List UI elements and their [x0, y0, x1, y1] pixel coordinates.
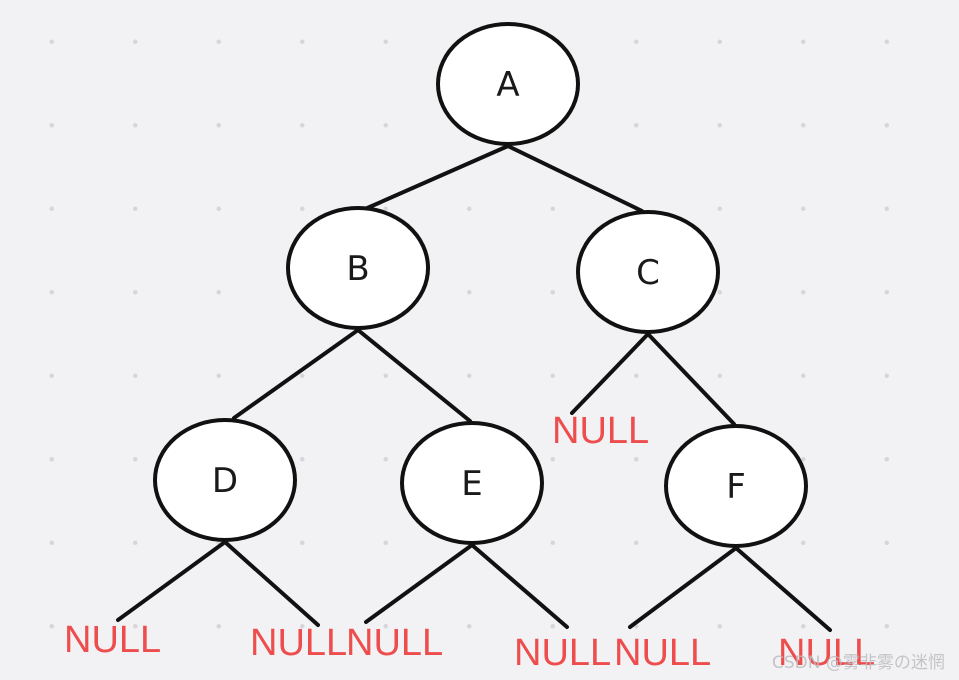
tree-node-e: E	[400, 421, 544, 545]
node-ellipse-d	[153, 418, 297, 542]
edge-c-null-c-left	[570, 332, 650, 415]
watermark-text: CSDN @雾非雾の迷惘	[772, 653, 945, 673]
node-label-c: C	[636, 253, 660, 293]
tree-node-c: C	[576, 210, 720, 334]
node-label-e: E	[461, 464, 482, 504]
node-ellipse-e	[400, 421, 544, 545]
tree-node-f: F	[664, 424, 808, 548]
node-label-a: A	[496, 65, 519, 105]
edge-a-b	[363, 144, 510, 211]
null-e-right-label: NULL	[514, 632, 611, 674]
null-d-right-label: NULL	[250, 622, 347, 664]
node-label-d: D	[212, 461, 238, 501]
null-f-right-label: NULL	[778, 632, 875, 674]
tree-node-b: B	[286, 206, 430, 330]
edge-a-c	[506, 144, 644, 213]
node-ellipse-c	[576, 210, 720, 334]
edge-c-f	[646, 332, 736, 426]
node-ellipse-a	[436, 22, 580, 146]
tree-node-a: A	[436, 22, 580, 146]
edges-layer	[116, 144, 832, 632]
edge-f-null-f-left	[628, 546, 738, 629]
edge-d-null-d-left	[116, 540, 227, 622]
tree-node-d: D	[153, 418, 297, 542]
edge-f-null-f-right	[734, 546, 832, 632]
edge-e-null-e-left	[364, 543, 474, 624]
node-ellipse-f	[664, 424, 808, 548]
node-ellipse-b	[286, 206, 430, 330]
node-label-b: B	[346, 249, 369, 289]
node-label-f: F	[726, 467, 746, 507]
edge-b-d	[232, 328, 360, 420]
edge-e-null-e-right	[470, 543, 569, 629]
null-c-left-label: NULL	[552, 410, 649, 452]
nodes-layer: A B C D E F	[153, 22, 808, 548]
null-f-left-label: NULL	[614, 632, 711, 674]
null-e-left-label: NULL	[346, 622, 443, 664]
null-d-left-label: NULL	[64, 619, 161, 661]
edge-b-e	[356, 328, 472, 423]
edge-d-null-d-right	[223, 540, 320, 627]
